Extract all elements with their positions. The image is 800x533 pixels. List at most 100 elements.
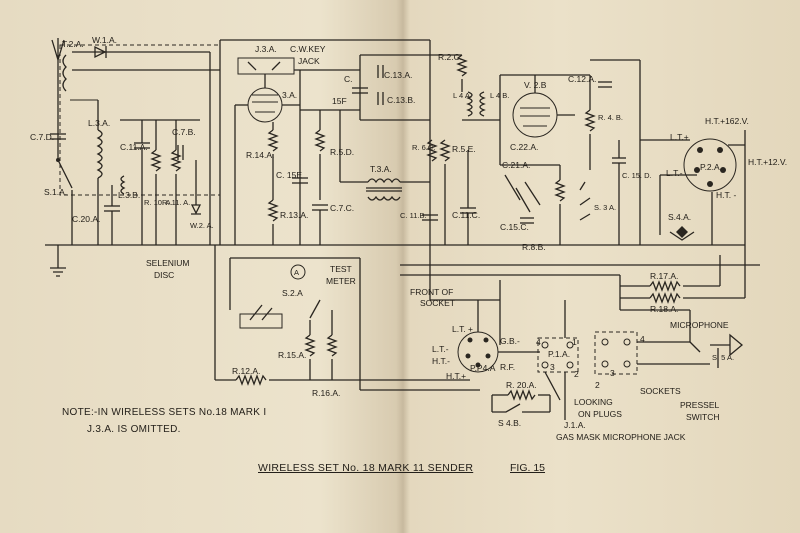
label-c15c: C.15.C. [500, 222, 529, 232]
label-pin2: 2 [574, 369, 579, 379]
aerial-symbol [51, 38, 65, 128]
label-meter: METER [326, 276, 356, 286]
label-s1a: S.1.A. [44, 187, 67, 197]
r8b-resistor [554, 179, 566, 202]
r4b-resistor [584, 109, 596, 132]
label-ht162: H.T.+162.V. [705, 116, 749, 126]
label-pin1: 1 [572, 337, 577, 347]
label-c7b: C.7.B. [172, 127, 196, 137]
label-pp4a-lt-minus: L.T.- [432, 344, 449, 354]
j3a-key-jack [237, 57, 295, 75]
label-c21a: C.21.A. [502, 160, 530, 170]
s4a-switch [669, 231, 695, 241]
r15a-resistor [304, 334, 316, 357]
label-socket-4: 4 [640, 334, 645, 344]
label-c15d: C. 15. D. [622, 171, 652, 180]
label-c11b: C. 11.B. [400, 211, 427, 220]
r5e-resistor [439, 139, 451, 162]
valve-v2b [512, 92, 558, 138]
label-pin4: 4 [536, 337, 541, 347]
test-meter [290, 264, 306, 280]
l3a-coil [96, 129, 103, 179]
label-on-plugs: ON PLUGS [578, 409, 622, 419]
label-c11c: C.11.C. [452, 210, 480, 220]
label-r17a: R.17.A. [650, 271, 678, 281]
r18a-resistor [649, 292, 681, 304]
c15f-capacitor [352, 87, 368, 94]
s2a-switch [249, 304, 273, 321]
label-s5a: S. 5 A. [712, 353, 734, 362]
label-w1a: W.1.A. [92, 35, 117, 45]
s1a-switch [57, 159, 73, 189]
label-ht-minus: H.T. - [716, 190, 736, 200]
label-s4b: S 4.B. [498, 418, 521, 428]
label-pp4a-lt-plus: L.T. + [452, 324, 473, 334]
figure-number: FIG. 15 [510, 462, 546, 474]
label-looking: LOOKING [574, 397, 613, 407]
c13b-capacitor [377, 92, 384, 105]
c7b-capacitor [177, 145, 184, 160]
c15d-capacitor [612, 157, 626, 164]
label-r4b: R. 4. B. [598, 113, 623, 122]
microphone-symbol [729, 333, 744, 357]
label-l4a: L 4 A. [453, 91, 472, 100]
t2a-coil [62, 54, 67, 92]
label-gasmask: GAS MASK MICROPHONE JACK [556, 432, 686, 442]
label-t2a: T.2.A. [62, 39, 84, 49]
label-pressel: PRESSEL [680, 400, 719, 410]
earth-symbol [50, 267, 66, 277]
label-r18a: R.18.A. [650, 304, 678, 314]
label-c13a: C.13.A. [384, 70, 412, 80]
c22a-capacitor [524, 181, 541, 206]
label-c12a: C.12.A. [568, 74, 596, 84]
label-r8b: R.8.B. [522, 242, 546, 252]
c7c-capacitor [312, 204, 328, 211]
label-pp4a-ht-plus: H.T.+ [446, 371, 466, 381]
note-line-1: NOTE:-IN WIRELESS SETS No.18 MARK I [62, 407, 267, 418]
r6c-resistor [426, 139, 438, 162]
s4b-switch [492, 403, 550, 413]
label-j1a: J.1.A. [564, 420, 586, 430]
r11a-resistor [170, 149, 182, 172]
meter-switch [309, 299, 321, 319]
label-r16a: R.16.A. [312, 388, 340, 398]
label-sockets: SOCKETS [640, 386, 681, 396]
label-c20a: C.20.A. [72, 214, 100, 224]
label-socket: SOCKET [420, 298, 455, 308]
c15c-capacitor [520, 217, 534, 224]
label-switch: SWITCH [686, 412, 720, 422]
label-selenium: SELENIUM [146, 258, 189, 268]
page-fold [396, 0, 410, 533]
label-l3b: L.3.B. [118, 190, 140, 200]
label-s4a: S.4.A. [668, 212, 691, 222]
label-ht12: H.T.+12.V. [748, 157, 787, 167]
l4a-coil [466, 91, 473, 117]
label-socket-2: 2 [595, 380, 600, 390]
label-disc: DISC [154, 270, 174, 280]
label-r5e: R.5.E. [452, 144, 476, 154]
label-lt-plus: L.T.+ [670, 132, 689, 142]
label-c11a: C.11.A. [120, 142, 148, 152]
c15e-capacitor [292, 177, 308, 184]
r12a-resistor [235, 374, 267, 386]
label-gb: G.B.- [500, 336, 520, 346]
label-v2b: V. 2.B [524, 80, 547, 90]
w2a-diode [190, 204, 202, 215]
c11b-capacitor [422, 214, 438, 221]
w1a-diode [94, 45, 107, 59]
c21a-capacitor [504, 174, 531, 213]
label-pp4a: P.P4.A [470, 363, 496, 373]
label-rf: R.F. [500, 362, 515, 372]
c7d-capacitor [50, 133, 66, 140]
r2c-resistor [456, 54, 468, 77]
r20a-resistor [507, 389, 536, 401]
label-w2a: W.2. A. [190, 221, 214, 230]
label-jack: JACK [298, 56, 320, 66]
c12a-capacitor [598, 81, 612, 88]
r17a-resistor [649, 280, 681, 292]
label-t3a: T.3.A. [370, 164, 392, 174]
label-l3a: L.3.A. [88, 118, 110, 128]
r5d-resistor [314, 129, 326, 152]
label-pp4a-ht-minus: H.T.- [432, 356, 450, 366]
